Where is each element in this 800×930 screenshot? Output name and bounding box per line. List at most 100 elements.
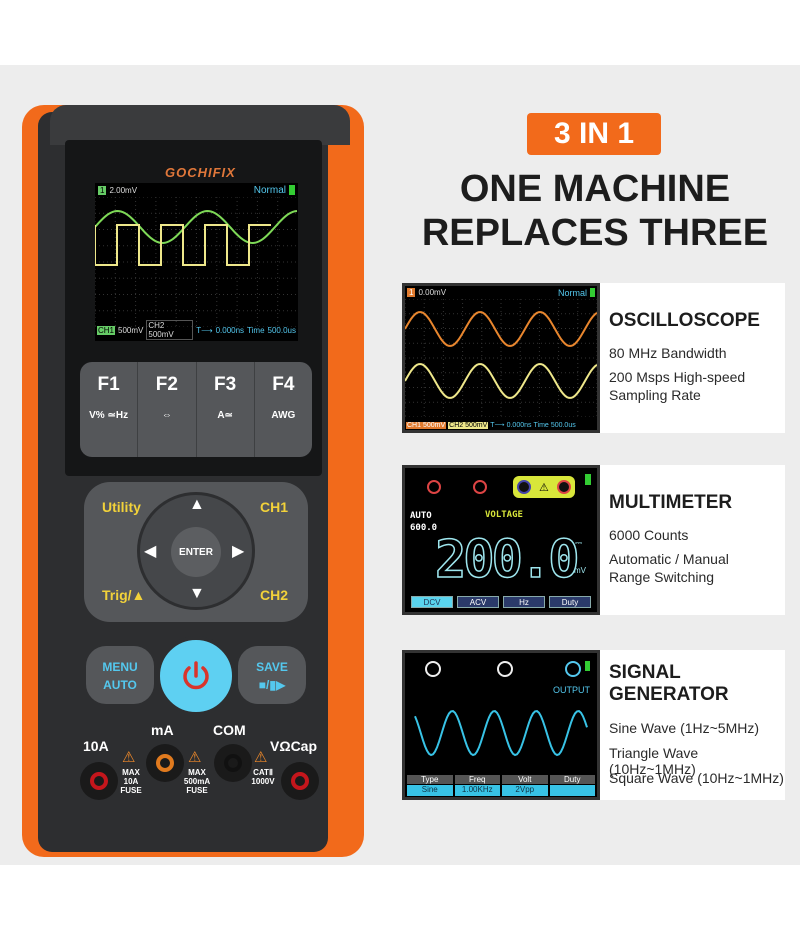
- mode-tabs: DCV ACV Hz Duty: [409, 596, 593, 608]
- battery-icon: [585, 474, 591, 485]
- feature-line: Square Wave (10Hz~1MHz): [609, 770, 784, 786]
- power-button[interactable]: [156, 636, 236, 716]
- power-icon: [183, 661, 209, 690]
- feature-line: Sine Wave (1Hz~5MHz): [609, 720, 760, 736]
- param-header: Type: [407, 775, 453, 784]
- cat-text: 1000V: [251, 777, 275, 786]
- param-duty[interactable]: [549, 785, 595, 796]
- jack-ma-label: mA: [151, 722, 174, 738]
- warning-icon: ⚠: [539, 481, 549, 494]
- feature-title: OSCILLOSCOPE: [609, 310, 760, 331]
- lcd-top-bar: 1 2.00mV Normal: [95, 183, 298, 197]
- tab-dcv[interactable]: DCV: [411, 596, 453, 608]
- signal-generator-screen: OUTPUT Type Freq Volt Duty Sine 1.00KHz …: [402, 650, 600, 800]
- f1-button[interactable]: F1 V% ≃Hz: [80, 362, 139, 457]
- run-stop-label: ■/▮▶: [258, 678, 286, 692]
- jack-vcap[interactable]: [281, 762, 319, 800]
- jack-10a[interactable]: [80, 762, 118, 800]
- ch2-scale: CH2 500mV: [448, 421, 489, 429]
- channel-badge: 1: [407, 288, 416, 297]
- battery-icon: [590, 288, 595, 297]
- param-volt[interactable]: 2Vpp: [502, 785, 548, 796]
- jack-ma[interactable]: [146, 744, 184, 782]
- trigger-level: 0.00mV: [418, 288, 447, 297]
- jack-icon: [517, 480, 532, 494]
- feature-title: MULTIMETER: [609, 492, 733, 513]
- fuse-text: MAX: [122, 768, 140, 777]
- dpad: [137, 492, 255, 610]
- output-bnc-icon: [565, 661, 581, 677]
- tab-hz[interactable]: Hz: [503, 596, 545, 608]
- brand-logo: GOCHIFIX: [165, 165, 236, 180]
- battery-icon: [585, 661, 590, 671]
- jack-icon: [427, 480, 441, 494]
- arrow-left-icon[interactable]: ◀: [144, 543, 157, 560]
- ch2-scale: CH2 500mV: [146, 320, 194, 340]
- parameter-table: Type Freq Volt Duty Sine 1.00KHz 2Vpp: [406, 775, 596, 796]
- param-type[interactable]: Sine: [407, 785, 453, 796]
- jack-com[interactable]: [214, 744, 252, 782]
- tab-acv[interactable]: ACV: [457, 596, 499, 608]
- time-label: Time: [533, 421, 549, 429]
- dc-symbol: ⎓: [575, 538, 583, 548]
- feature-title-line2: GENERATOR: [609, 684, 729, 705]
- bnc-icon: [425, 661, 441, 677]
- unit-label: mV: [574, 566, 586, 575]
- fuse-text: MAX: [188, 768, 206, 777]
- f2-button[interactable]: F2⇔: [138, 362, 197, 457]
- feature-line: 80 MHz Bandwidth: [609, 345, 727, 361]
- menu-label: MENU: [102, 660, 138, 674]
- ch1-button[interactable]: CH1: [260, 499, 289, 515]
- warning-icon: ⚠: [122, 749, 136, 766]
- f4-sub: AWG: [271, 410, 296, 421]
- enter-button[interactable]: ENTER: [171, 527, 221, 577]
- utility-button[interactable]: Utility: [102, 499, 141, 515]
- feature-card-signal-generator: OUTPUT Type Freq Volt Duty Sine 1.00KHz …: [402, 650, 785, 800]
- jack-10a-label: 10A: [83, 738, 109, 754]
- cat-text: CATⅡ: [253, 768, 273, 777]
- jack-com-label: COM: [213, 722, 246, 738]
- diode-icon: ⇔: [161, 410, 172, 421]
- trig-button[interactable]: Trig/▲: [102, 587, 146, 603]
- device-top: [50, 105, 350, 145]
- waveform-display: [95, 197, 298, 327]
- t-offset: 0.000ns: [215, 325, 245, 335]
- fuse-text: FUSE: [186, 786, 208, 795]
- ch1-label: CH1: [97, 325, 116, 335]
- feature-line: Triangle Wave (10Hz~1MHz): [609, 745, 699, 777]
- f1-label: F1: [97, 374, 120, 395]
- battery-icon: [289, 185, 295, 195]
- time-value: 500.0us: [267, 325, 296, 335]
- save-button[interactable]: SAVE ■/▮▶: [238, 646, 306, 704]
- param-freq[interactable]: 1.00KHz: [454, 785, 500, 796]
- arrow-right-icon[interactable]: ▶: [232, 543, 245, 560]
- save-label: SAVE: [256, 660, 288, 674]
- headline-line1: ONE MACHINE: [459, 168, 731, 210]
- arrow-up-icon[interactable]: ▲: [189, 496, 205, 513]
- headline-line2: REPLACES THREE: [421, 212, 769, 254]
- output-trace: [414, 710, 588, 757]
- jack-vcap-label: VΩCap: [270, 738, 318, 754]
- range-value: 600.0: [410, 523, 438, 533]
- f3-label: F3: [214, 374, 237, 395]
- ch2-square-trace: [95, 224, 271, 266]
- f1-sub: V% ≃Hz: [89, 410, 129, 421]
- channel-badge: 1: [98, 185, 107, 195]
- arrow-down-icon[interactable]: ▼: [189, 585, 205, 602]
- fuse-text: 10A: [123, 777, 139, 786]
- tab-duty[interactable]: Duty: [549, 596, 591, 608]
- feature-line: Automatic / Manual: [609, 551, 729, 567]
- mode-label: Normal: [253, 184, 286, 196]
- f4-label: F4: [272, 374, 295, 395]
- oscilloscope-waveform: [405, 299, 597, 417]
- param-header: Volt: [502, 775, 548, 784]
- ch1-scale: 500mV: [118, 325, 144, 335]
- ch2-button[interactable]: CH2: [260, 587, 289, 603]
